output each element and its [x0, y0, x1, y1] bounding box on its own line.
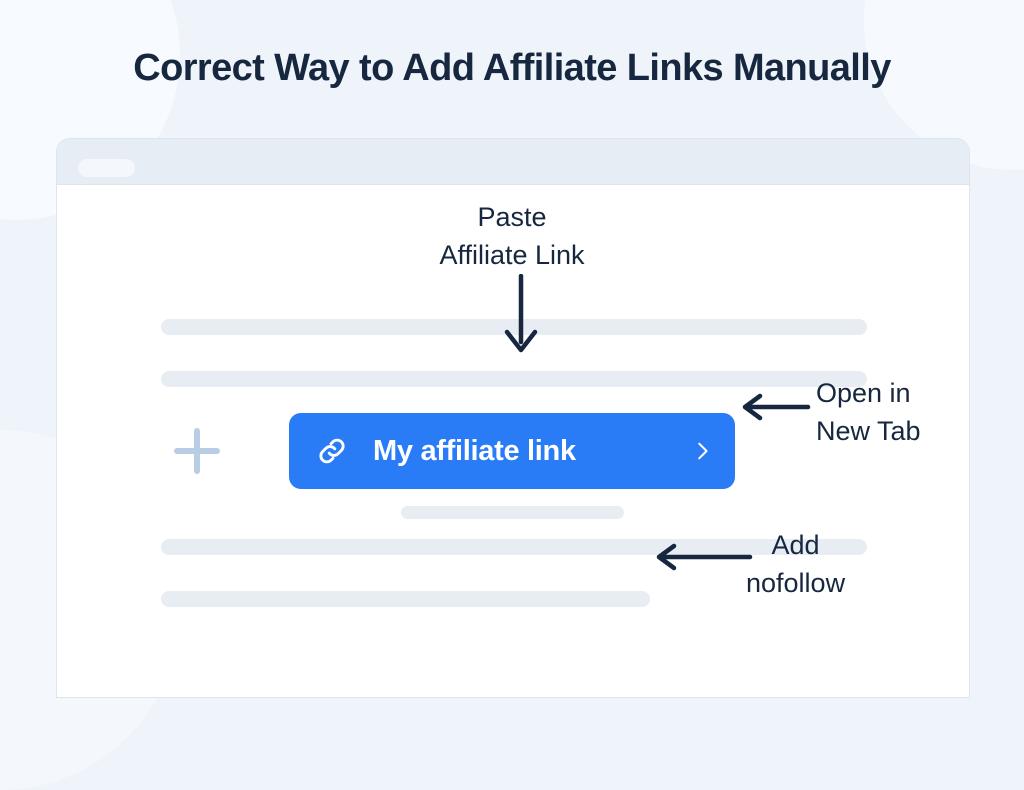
arrow-left-icon-nofollow: [656, 543, 753, 571]
affiliate-link-button-label: My affiliate link: [373, 434, 576, 467]
arrow-down-icon: [504, 274, 538, 353]
annotation-open-in-new-tab: Open in New Tab: [816, 374, 921, 451]
annotation-add-nofollow: Add nofollow: [746, 526, 845, 603]
chain-link-icon: [315, 434, 349, 468]
annotation-paste-line-2: Affiliate Link: [439, 240, 585, 271]
annotation-newtab-line-1: Open in: [816, 378, 911, 408]
annotation-nofollow-line-2: nofollow: [746, 568, 846, 599]
browser-tab-placeholder[interactable]: [78, 159, 135, 177]
skeleton-paragraph-line-3: [161, 539, 867, 555]
skeleton-paragraph-line-1: [161, 319, 867, 335]
annotation-paste-line-1: Paste: [477, 202, 547, 232]
skeleton-caption-line: [401, 506, 624, 519]
page-title: Correct Way to Add Affiliate Links Manua…: [133, 47, 891, 89]
annotation-nofollow-line-1: Add: [771, 530, 820, 560]
affiliate-link-button[interactable]: My affiliate link: [289, 413, 735, 489]
editor-canvas: My affiliate link: [57, 185, 969, 697]
plus-icon[interactable]: [174, 428, 220, 474]
skeleton-paragraph-line-4: [161, 591, 650, 607]
skeleton-paragraph-line-2: [161, 371, 867, 387]
arrow-left-icon-new-tab: [742, 393, 811, 421]
annotation-newtab-line-2: New Tab: [816, 416, 921, 447]
browser-window: My affiliate link: [56, 138, 970, 698]
chevron-right-icon: [691, 438, 713, 464]
browser-chrome-bar: [57, 139, 969, 185]
annotation-paste-affiliate-link: Paste Affiliate Link: [0, 198, 1024, 275]
